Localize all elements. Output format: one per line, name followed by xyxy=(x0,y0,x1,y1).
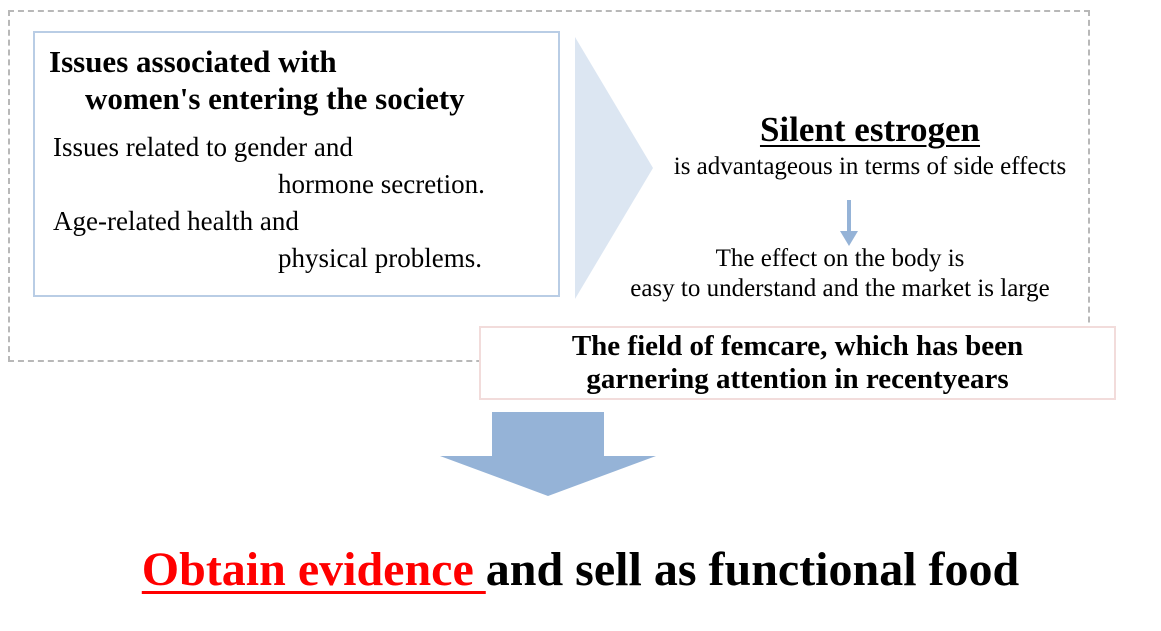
conclusion-rest: and sell as functional food xyxy=(485,543,1020,596)
issues-item-gender-line1: Issues related to gender and xyxy=(53,132,353,162)
conclusion-highlight: Obtain evidence xyxy=(141,543,486,596)
conclusion: Obtain evidence and sell as functional f… xyxy=(0,538,1161,602)
effect-text: The effect on the body is easy to unders… xyxy=(580,244,1100,304)
issues-item-age: Age-related health and physical problems… xyxy=(53,203,482,277)
issues-item-age-line2: physical problems. xyxy=(278,243,482,273)
issues-title: Issues associated with women's entering … xyxy=(49,43,465,117)
silent-estrogen-block: Silent estrogen is advantageous in terms… xyxy=(620,108,1120,182)
arrow-down-small-icon xyxy=(840,200,858,246)
effect-text-line1: The effect on the body is xyxy=(715,245,965,272)
issues-title-line1: Issues associated with xyxy=(49,44,337,79)
issues-item-age-line1: Age-related health and xyxy=(53,206,299,236)
issues-title-line2: women's entering the society xyxy=(85,81,465,116)
silent-estrogen-subtitle: is advantageous in terms of side effects xyxy=(673,153,1067,180)
issues-box: Issues associated with women's entering … xyxy=(33,31,560,297)
femcare-text: The field of femcare, which has been gar… xyxy=(571,330,1024,395)
issues-item-gender: Issues related to gender and hormone sec… xyxy=(53,129,485,203)
femcare-box: The field of femcare, which has been gar… xyxy=(479,326,1116,400)
effect-text-line2: easy to understand and the market is lar… xyxy=(630,275,1050,302)
chevron-right-icon xyxy=(575,37,653,299)
arrow-down-icon xyxy=(440,412,656,496)
issues-item-gender-line2: hormone secretion. xyxy=(278,169,485,199)
silent-estrogen-title: Silent estrogen xyxy=(759,110,981,149)
